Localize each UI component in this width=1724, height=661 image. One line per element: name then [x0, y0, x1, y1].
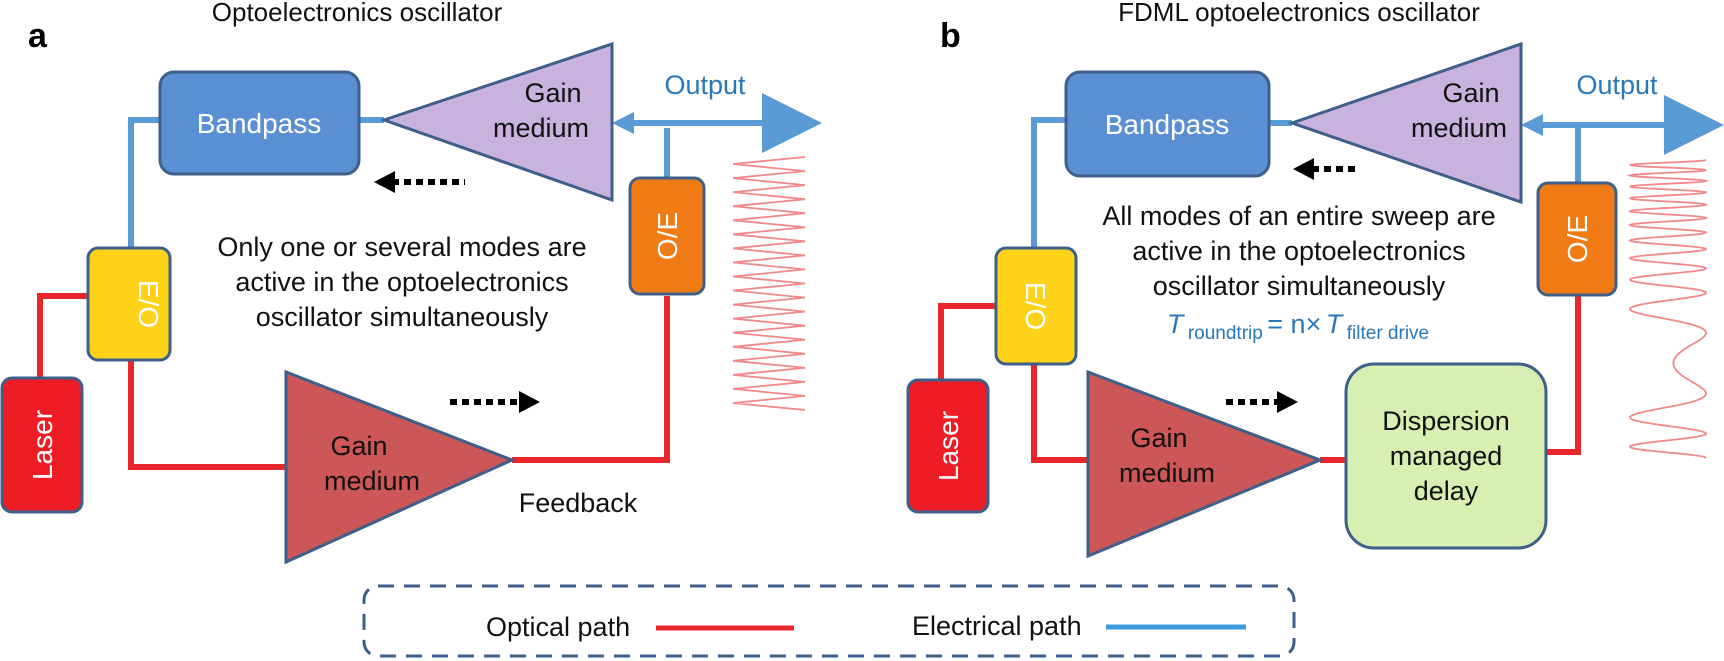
panel-b-top-gain-label-1: Gain [1442, 78, 1499, 108]
panel-a-bottom-gain-label-2: medium [324, 466, 420, 496]
panel-a-oe-box [628, 176, 706, 296]
panel-b-letter: b [940, 17, 961, 55]
panel-a-bandpass-label: Bandpass [197, 108, 322, 139]
panel-a-feedback-label: Feedback [519, 488, 638, 518]
panel-b-dispersion-delay-box [1344, 362, 1548, 550]
panel-b-delay-label-3: delay [1414, 476, 1479, 506]
equation-rhs-subscript: filter drive [1347, 323, 1429, 344]
panel-b-description-line-1: All modes of an entire sweep are [1102, 201, 1495, 231]
panel-b-description-line-2: active in the optoelectronics [1132, 236, 1465, 266]
panel-b-top-gain-medium [1287, 41, 1523, 205]
panel-b-right-dotted-arrow [1226, 391, 1298, 413]
equation-lhs-subscript: roundtrip [1188, 323, 1263, 344]
panel-b-eo-label: E/O [1020, 282, 1051, 330]
panel-b-bandpass-box [1064, 70, 1271, 178]
panel-a-laser-label: Laser [27, 410, 58, 480]
panel-b-output-label: Output [1576, 70, 1658, 100]
panel-a-eo-label: E/O [133, 280, 164, 328]
legend-electrical-label: Electrical path [912, 611, 1082, 641]
panel-a-eo-box [86, 246, 172, 362]
panel-a-optical-paths [37, 293, 670, 470]
panel-b-description-line-3: oscillator simultaneously [1153, 271, 1446, 301]
panel-b-optical-paths [938, 295, 1581, 463]
panel-a-bottom-gain-medium [284, 369, 516, 565]
panel-b-equation: T roundtrip = n× T filter drive [1167, 309, 1429, 344]
panel-a-laser-box [0, 376, 84, 514]
panel-a-signal-waveform [732, 156, 806, 411]
legend-optical-label: Optical path [486, 612, 630, 642]
panel-a-title: Optoelectronics oscillator [212, 0, 503, 27]
panel-b-title: FDML optoelectronics oscillator [1118, 0, 1480, 27]
panel-b-top-gain-label-2: medium [1411, 113, 1507, 143]
panel-a-description-line-3: oscillator simultaneously [256, 302, 549, 332]
panel-a-description: Only one or several modes are active in … [217, 232, 586, 332]
panel-a-bottom-gain-label-1: Gain [330, 431, 387, 461]
panel-b-description: All modes of an entire sweep are active … [1102, 201, 1495, 301]
panel-a-description-line-2: active in the optoelectronics [235, 267, 568, 297]
equation-rhs-symbol: T [1326, 309, 1345, 339]
panel-b-bottom-gain-label-1: Gain [1130, 423, 1187, 453]
panel-b: b FDML optoelectronics oscillator Bandpa… [906, 0, 1724, 559]
panel-b-electrical-paths [1031, 95, 1724, 248]
equation-middle: = n× [1267, 309, 1321, 339]
panel-b-left-dotted-arrow [1293, 158, 1360, 180]
panel-b-bottom-gain-label-2: medium [1119, 458, 1215, 488]
equation-lhs-symbol: T [1167, 309, 1186, 339]
panel-a-oe-label: O/E [652, 212, 683, 260]
panel-a-electrical-paths [128, 93, 822, 250]
panel-b-chirped-waveform [1626, 159, 1710, 459]
panel-b-bandpass-label: Bandpass [1105, 109, 1230, 140]
panel-b-laser-label: Laser [933, 411, 964, 481]
panel-b-oe-label: O/E [1562, 215, 1593, 263]
panel-a-top-gain-medium [379, 41, 614, 203]
panel-b-oe-box [1536, 181, 1618, 297]
panel-a-output-label: Output [664, 70, 746, 100]
panel-b-delay-label-2: managed [1390, 441, 1503, 471]
panel-a-letter: a [28, 17, 48, 55]
panel-a-description-line-1: Only one or several modes are [217, 232, 586, 262]
panel-b-laser-box [906, 378, 990, 514]
legend-frame [362, 584, 1296, 658]
panel-b-eo-box [994, 246, 1078, 366]
panel-a-bandpass-box [158, 70, 361, 176]
panel-a: a Optoelectronics oscillator Bandpass Ga… [0, 0, 822, 565]
panel-a-top-gain-label-2: medium [493, 113, 589, 143]
legend: Optical path Electrical path [362, 584, 1296, 658]
panel-b-delay-label-1: Dispersion [1382, 406, 1510, 436]
panel-b-bottom-gain-medium [1086, 369, 1325, 559]
panel-a-right-dotted-arrow [450, 391, 540, 413]
panel-a-left-dotted-arrow [374, 171, 465, 193]
panel-a-top-gain-label-1: Gain [524, 78, 581, 108]
